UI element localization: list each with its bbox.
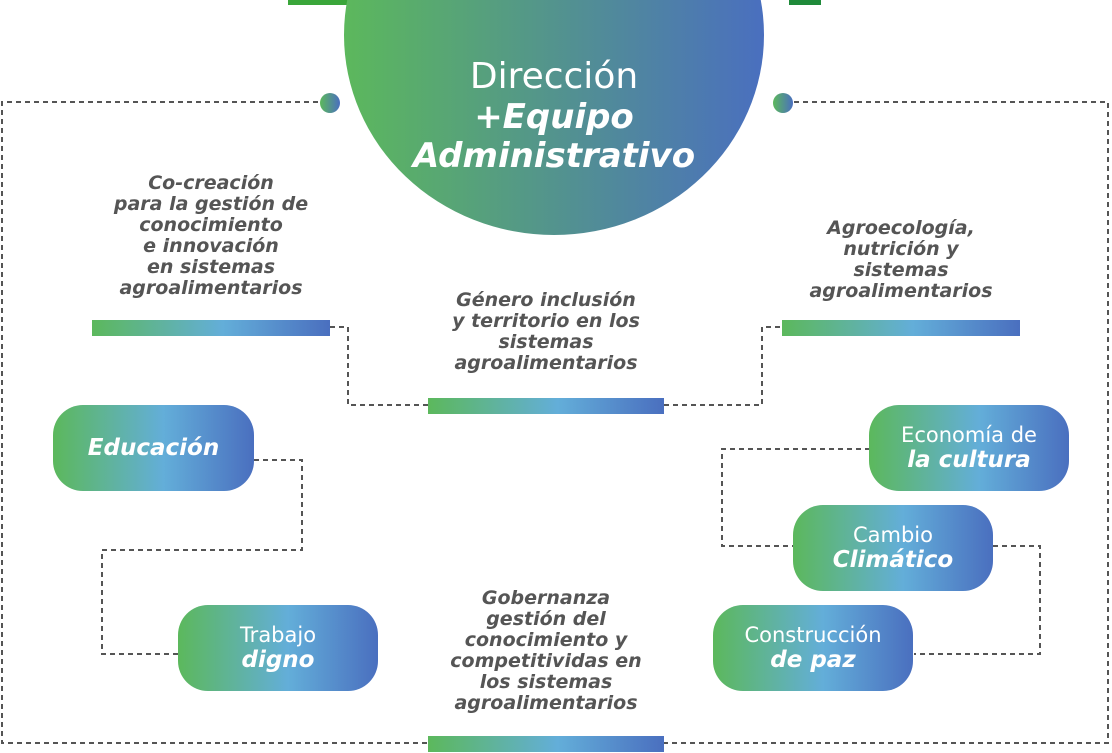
pill-cambio-climatico: Cambio Climático xyxy=(793,505,993,591)
pill-educacion: Educación xyxy=(53,405,254,491)
node-gobernanza-bar xyxy=(428,736,664,752)
connector-cocreacion-genero xyxy=(330,326,428,406)
pill-economia-line1: Economía de xyxy=(901,423,1037,447)
outer-frame-right xyxy=(664,101,1109,744)
pill-educacion-label: Educación xyxy=(87,435,220,461)
frame-dot-right xyxy=(773,93,793,113)
pill-trabajo-digno: Trabajo digno xyxy=(178,605,378,691)
connector-cambio-construccion xyxy=(914,545,1041,655)
outer-frame-left xyxy=(1,101,428,744)
connector-economia-cambio xyxy=(721,448,870,547)
node-genero-label: Género inclusión y territorio en los sis… xyxy=(452,289,640,374)
center-title: Dirección +Equipo Administrativo xyxy=(344,56,764,176)
pill-trabajo-line1: Trabajo xyxy=(239,623,317,647)
node-agroecologia-bar xyxy=(782,320,1020,336)
pill-construccion-line2: de paz xyxy=(770,647,856,673)
node-gobernanza-label: Gobernanza gestión del conocimiento y co… xyxy=(450,587,642,714)
center-title-line2: +Equipo xyxy=(474,97,634,137)
center-title-line1: Dirección xyxy=(469,56,639,97)
connector-educacion-trabajo xyxy=(101,459,303,655)
node-genero-bar xyxy=(428,398,664,414)
pill-trabajo-line2: digno xyxy=(241,647,315,673)
pill-construccion-paz: Construcción de paz xyxy=(713,605,913,691)
frame-dot-left xyxy=(320,93,340,113)
connector-genero-agroecologia xyxy=(664,326,782,406)
node-cocreacion-label: Co-creación para la gestión de conocimie… xyxy=(113,172,309,299)
pill-economia-cultura: Economía de la cultura xyxy=(869,405,1069,491)
node-agroecologia-label: Agroecología, nutrición y sistemas agroa… xyxy=(809,217,993,302)
top-bar-block xyxy=(789,0,821,5)
node-cocreacion-bar xyxy=(92,320,330,336)
center-title-line3: Administrativo xyxy=(412,136,696,176)
pill-cambio-line2: Climático xyxy=(832,547,954,573)
pill-construccion-line1: Construcción xyxy=(744,623,882,647)
pill-economia-line2: la cultura xyxy=(907,447,1031,473)
pill-cambio-line1: Cambio xyxy=(852,523,933,547)
